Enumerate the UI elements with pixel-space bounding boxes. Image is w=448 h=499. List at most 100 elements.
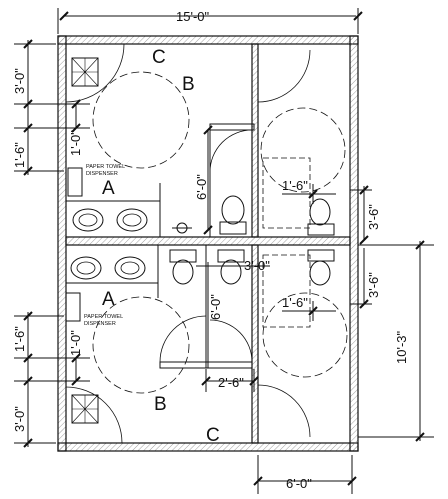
- notes: PAPER TOWEL DISPENSER PAPER TOWEL DISPEN…: [84, 164, 125, 327]
- tick-r4: [359, 299, 369, 309]
- tick-l5: [71, 99, 81, 109]
- dim-left-1-0-lower: 1'-0": [68, 330, 83, 356]
- entry-door-swing-upper: [65, 43, 125, 103]
- entry-door-swing-lower: [65, 386, 123, 444]
- dim-center-2-6: 2'-6": [218, 375, 244, 390]
- sink-upper-1-bowl: [78, 213, 98, 227]
- dim-right-3-6-upper: 3'-6": [366, 204, 381, 230]
- sink-lower-1: [70, 256, 102, 280]
- tick-l9: [23, 376, 33, 386]
- sink-lower-1-bowl: [76, 261, 96, 275]
- tick-l6: [71, 123, 81, 133]
- tick-l1: [23, 39, 33, 49]
- dim-right-1-6-lower: 1'-6": [282, 295, 308, 310]
- stall-partition-lower-2: [205, 361, 253, 369]
- door-swing-lower-right: [257, 384, 311, 438]
- tick-l10: [23, 438, 33, 448]
- note-paper-towel-upper-line2: DISPENSER: [86, 171, 118, 177]
- label-c-upper: C: [152, 47, 166, 68]
- dim-right-1-6-upper: 1'-6": [282, 178, 308, 193]
- tick-r7: [415, 432, 425, 442]
- turning-circle-upper: [92, 71, 190, 169]
- note-paper-towel-lower-line2: DISPENSER: [84, 321, 116, 327]
- sink-upper-2: [116, 208, 148, 232]
- dim-bottom-width: 6'-0": [286, 476, 312, 491]
- water-closet-tank-lower-1: [169, 249, 197, 263]
- stall-partition-top-upper: [209, 123, 255, 131]
- note-paper-towel-lower-line1: PAPER TOWEL: [84, 314, 123, 320]
- sink-upper-2-bowl: [122, 213, 142, 227]
- tick-r3: [359, 235, 369, 245]
- floor-drain-lower-grid: [71, 394, 99, 424]
- stall-door-swing-lower-1: [159, 315, 207, 363]
- dim-overall-width: 15'-0": [176, 9, 210, 24]
- dim-bottom-tick-left: [253, 476, 263, 486]
- paper-towel-dispenser-lower: [65, 292, 81, 322]
- dim-top-tick-right: [353, 11, 363, 21]
- lower-room: [65, 222, 253, 444]
- water-closet-tank-lower-2: [217, 249, 245, 263]
- floor-drain-upper-grid: [71, 57, 99, 87]
- upper-right-room: [257, 49, 346, 236]
- lower-partition-wall: [251, 244, 259, 444]
- sink-lower-2-bowl: [120, 261, 140, 275]
- tick-l12: [71, 376, 81, 386]
- label-b-lower: B: [154, 394, 167, 415]
- tick-l8: [23, 353, 33, 363]
- water-closet-tank-upper: [219, 221, 247, 235]
- water-closet-upper: [221, 195, 245, 225]
- right-wall: [349, 35, 359, 452]
- water-closet-tank-lower-right: [307, 249, 335, 262]
- turning-circle-lower-right: [262, 292, 348, 378]
- tick-l7: [23, 311, 33, 321]
- clear-floor-space-lower: [262, 254, 311, 328]
- dim-left-top-1-0: 1'-0": [68, 130, 83, 156]
- dim-left-1-6-lower: 1'-6": [12, 326, 27, 352]
- water-closet-tank-upper-right: [307, 223, 335, 236]
- dim-center-6-0-lower: 6'-0": [208, 294, 223, 320]
- water-closet-lower-1: [172, 259, 194, 285]
- tick-c2: [203, 225, 213, 235]
- tick-r1: [308, 189, 318, 199]
- stall-door-swing-upper: [209, 129, 253, 173]
- center-dividing-wall: [65, 236, 351, 246]
- tick-c3: [201, 376, 211, 386]
- sink-upper-1: [72, 208, 104, 232]
- dimension-lines: [14, 8, 434, 494]
- label-b-upper: B: [182, 74, 195, 95]
- exterior-walls: [57, 35, 359, 452]
- dim-bottom-tick-right: [347, 476, 357, 486]
- tick-r5: [308, 306, 318, 316]
- sink-lower-2: [114, 256, 146, 280]
- paper-towel-dispenser-upper: [67, 167, 83, 197]
- label-a-lower: A: [102, 289, 115, 310]
- dim-center-3-0: 3'-0": [244, 258, 270, 273]
- upper-partition-wall: [251, 43, 259, 238]
- dim-right-3-6-lower: 3'-6": [366, 272, 381, 298]
- tick-l11: [71, 353, 81, 363]
- tick-l2: [23, 99, 33, 109]
- water-closet-lower-2: [220, 259, 242, 285]
- water-closet-lower-right: [309, 260, 331, 286]
- dim-left-bottom-3-0: 3'-0": [12, 406, 27, 432]
- clear-floor-space-upper: [262, 157, 311, 229]
- label-c-lower: C: [206, 425, 220, 446]
- stall-door-swing-lower-2: [209, 319, 253, 363]
- room-labels: C B A A B C: [102, 47, 220, 446]
- tick-c4: [249, 376, 259, 386]
- water-closet-upper-right: [309, 198, 331, 226]
- left-wall: [57, 35, 67, 452]
- top-wall: [57, 35, 359, 45]
- tick-c1: [203, 125, 213, 135]
- stall-partition-lower-1: [159, 361, 209, 369]
- dim-left-top-3-0: 3'-0": [12, 68, 27, 94]
- tick-r2: [359, 185, 369, 195]
- turning-circle-upper-right: [260, 107, 346, 193]
- tick-r6: [415, 240, 425, 250]
- note-paper-towel-upper-line1: PAPER TOWEL: [86, 164, 125, 170]
- label-a-upper: A: [102, 178, 115, 199]
- dim-center-6-0-upper: 6'-0": [194, 174, 209, 200]
- turning-circle-lower: [92, 296, 190, 394]
